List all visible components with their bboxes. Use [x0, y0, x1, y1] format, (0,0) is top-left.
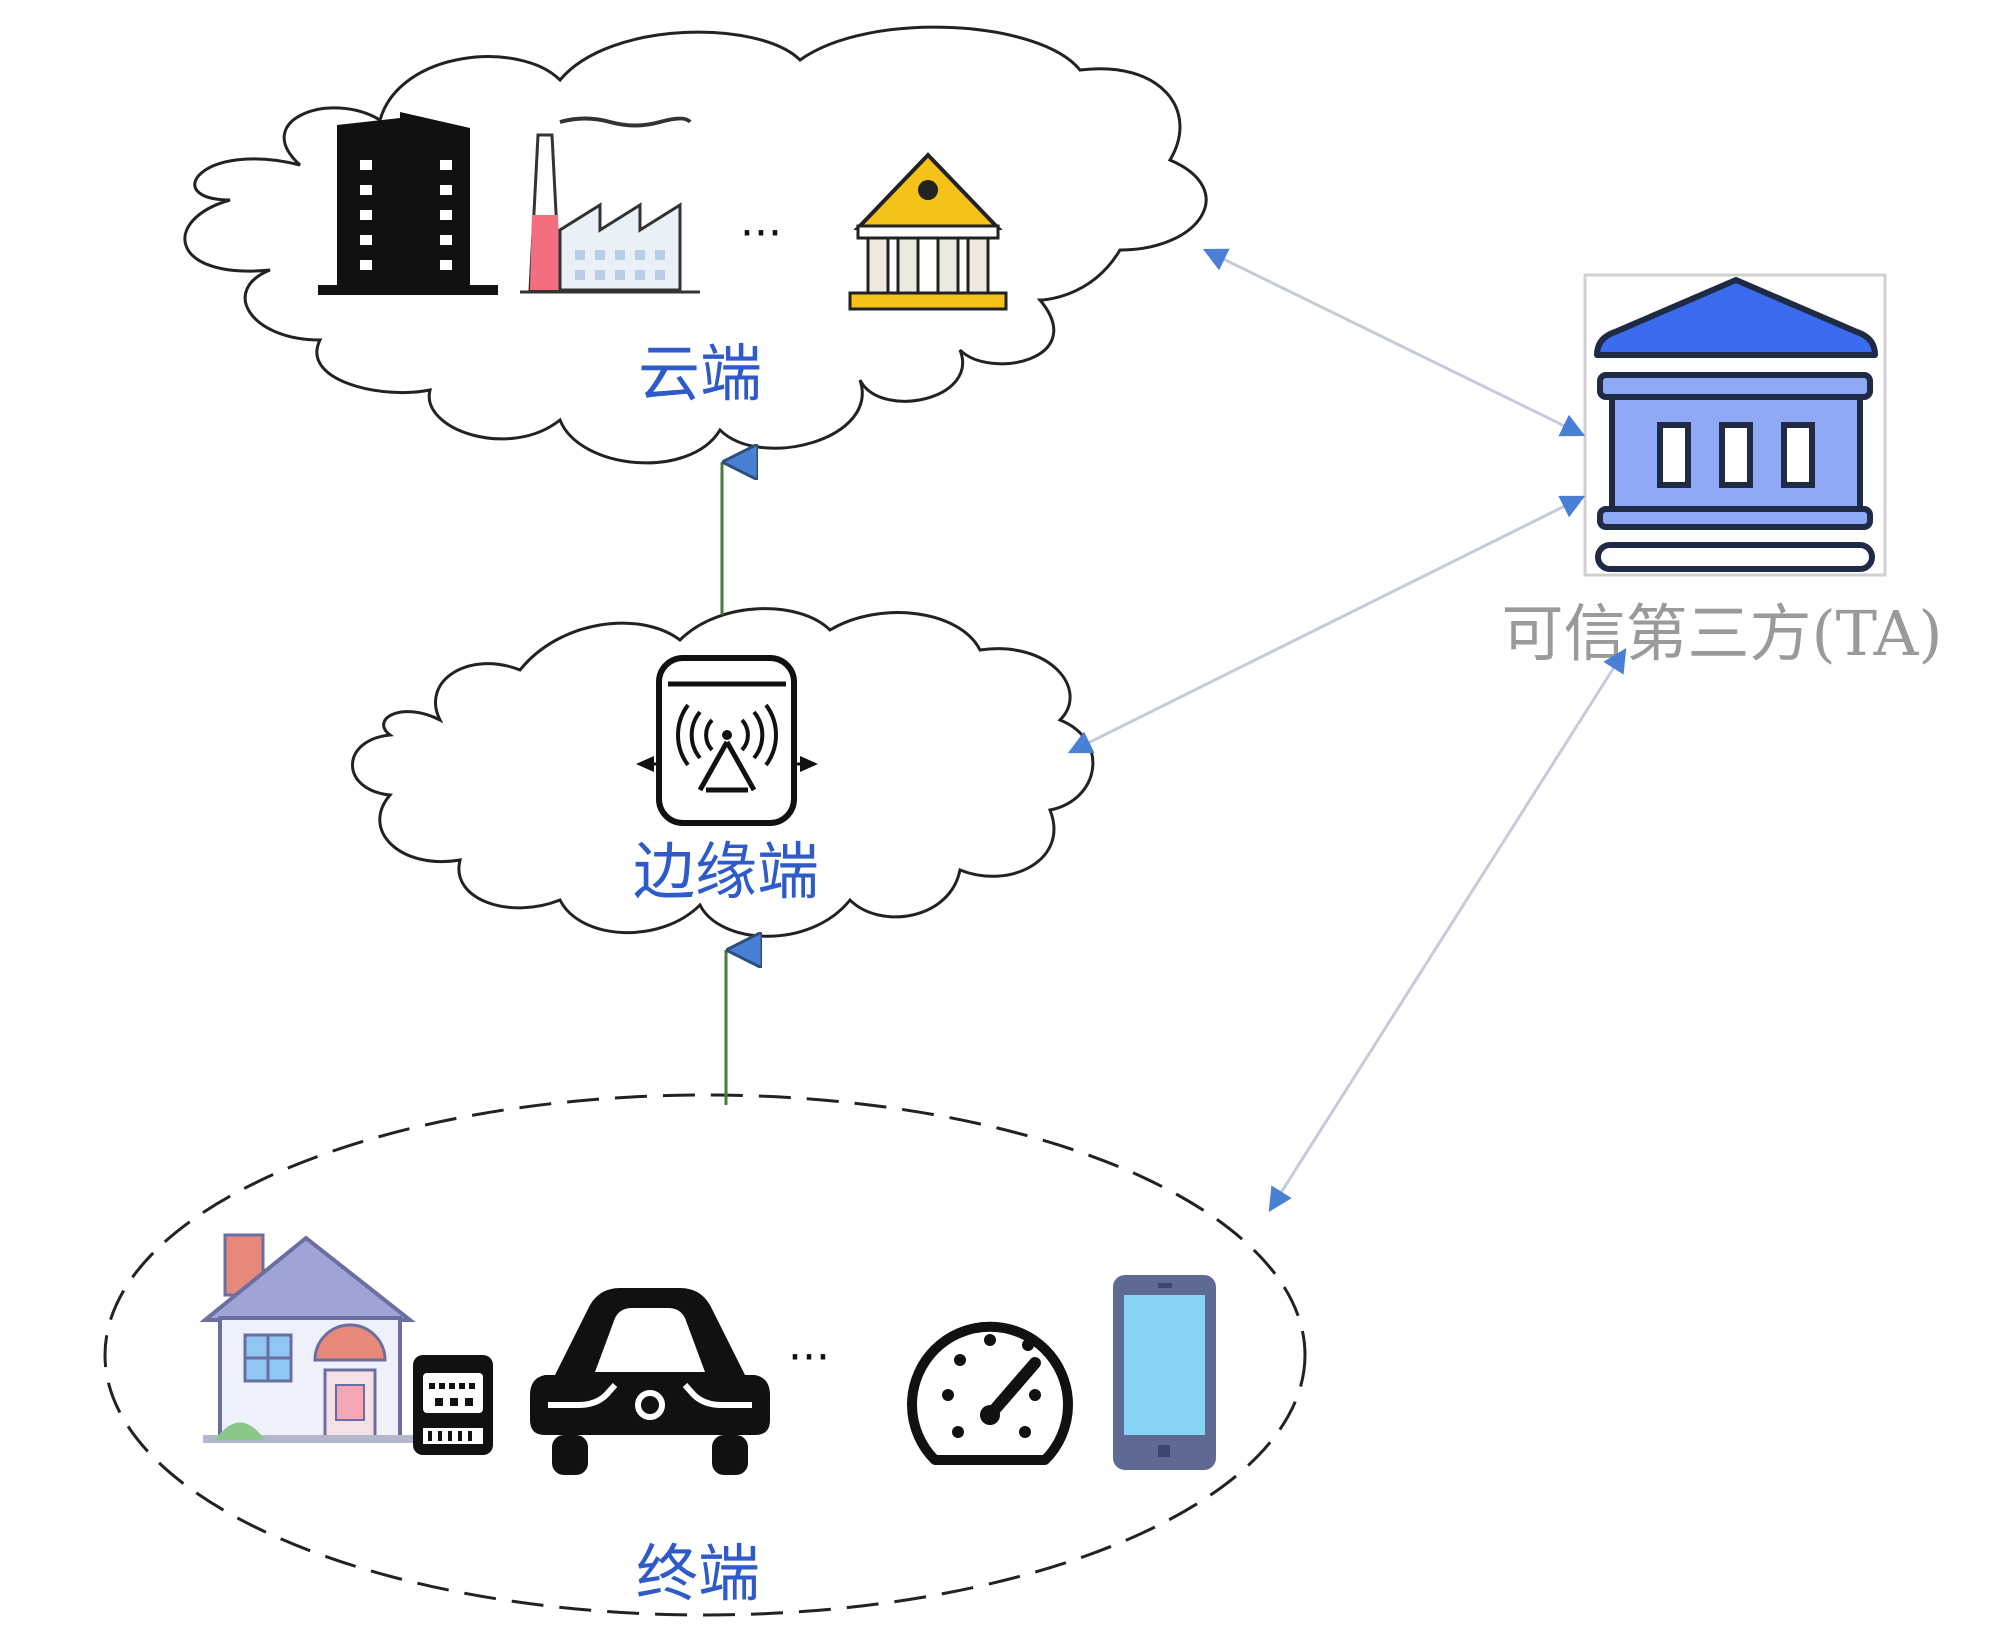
ta-edge-link — [1067, 495, 1586, 754]
ta-node: 可信第三方(TA) — [1501, 273, 1943, 670]
terminal-label: 终端 — [636, 1537, 760, 1610]
trusted-authority-bank-icon — [1594, 277, 1878, 572]
cloud-ellipsis: ··· — [740, 208, 782, 259]
house-icon — [199, 1233, 418, 1443]
edge-label: 边缘端 — [633, 835, 819, 908]
ta-terminal-link — [1268, 647, 1627, 1213]
gauge-icon — [907, 1321, 1073, 1465]
edge-layer: 边缘端 — [351, 607, 1095, 938]
terminal-ellipsis: ··· — [788, 1332, 830, 1383]
cloud-layer: ··· 云端 — [183, 25, 1208, 465]
connectors — [720, 248, 1627, 1213]
car-icon — [530, 1288, 770, 1475]
terminal-layer: ··· 终端 — [103, 1093, 1307, 1617]
cloud-label: 云端 — [638, 337, 762, 410]
ta-label: 可信第三方(TA) — [1501, 597, 1942, 670]
office-building-icon — [318, 112, 498, 295]
electric-meter-icon — [413, 1355, 493, 1455]
edge-gateway-icon — [636, 655, 818, 826]
bank-icon — [848, 152, 1008, 311]
terminal-ellipse — [103, 1093, 1307, 1617]
smartphone-icon — [1113, 1275, 1216, 1470]
ta-cloud-link — [1202, 248, 1586, 437]
factory-icon — [520, 116, 700, 294]
